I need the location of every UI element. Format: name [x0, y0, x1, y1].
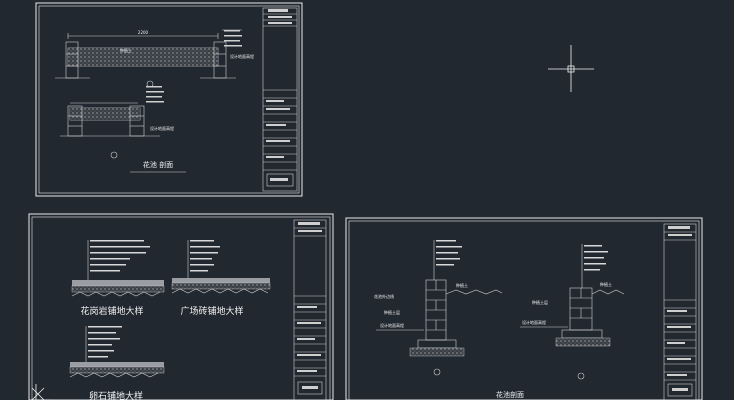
sheet-left: 花岗岩铺地大样 广场砖铺地大样: [28, 213, 334, 400]
label-grass: 种植土层: [384, 309, 400, 315]
sheet-top: 2200 种植土 设计地面高程: [35, 2, 303, 197]
title-block-left: [294, 222, 326, 395]
pebble-title: 卵石铺地大样: [89, 390, 143, 400]
square-brick-detail: 广场砖铺地大样: [171, 240, 271, 317]
title-block-right: [664, 226, 696, 397]
label-design-level-2: 设计地面高程: [150, 125, 174, 131]
square-brick-title: 广场砖铺地大样: [180, 305, 243, 317]
label-outer-edge: 花池外边线: [374, 293, 394, 299]
crosshair-cursor-icon: [548, 45, 594, 92]
flower-bed-section-2: 设计地面高程: [60, 86, 174, 159]
label-plant-soil: 种植土: [120, 47, 132, 53]
flower-bed-section-1: 2200 种植土 设计地面高程: [55, 29, 254, 88]
granite-title: 花岗岩铺地大样: [80, 305, 143, 317]
right-section-title: 花池剖面: [496, 390, 524, 399]
ucs-axis-icon: [31, 384, 52, 400]
label-design-right-2: 设计地面高程: [522, 319, 546, 325]
top-section-title: 花池 剖面: [143, 160, 173, 169]
label-plant-right-2: 种植土: [600, 281, 612, 287]
dim-width: 2200: [138, 30, 149, 35]
label-grass-2: 种植土层: [532, 299, 548, 305]
label-design-level: 设计地面高程: [230, 53, 254, 59]
label-design-right: 设计地面高程: [380, 322, 404, 328]
granite-detail: 花岗岩铺地大样: [71, 240, 165, 317]
sheet-right: 种植土 花池外边线 种植土层 设计地面高程 种植土 种植土层: [345, 217, 703, 400]
label-plant-right: 种植土: [456, 282, 468, 288]
planter-section-1: 种植土 花池外边线 种植土层 设计地面高程: [374, 240, 503, 376]
planter-section-2: 种植土 种植土层 设计地面高程: [520, 244, 625, 380]
pebble-detail: 卵石铺地大样: [69, 326, 165, 400]
title-block-top: [263, 9, 297, 187]
